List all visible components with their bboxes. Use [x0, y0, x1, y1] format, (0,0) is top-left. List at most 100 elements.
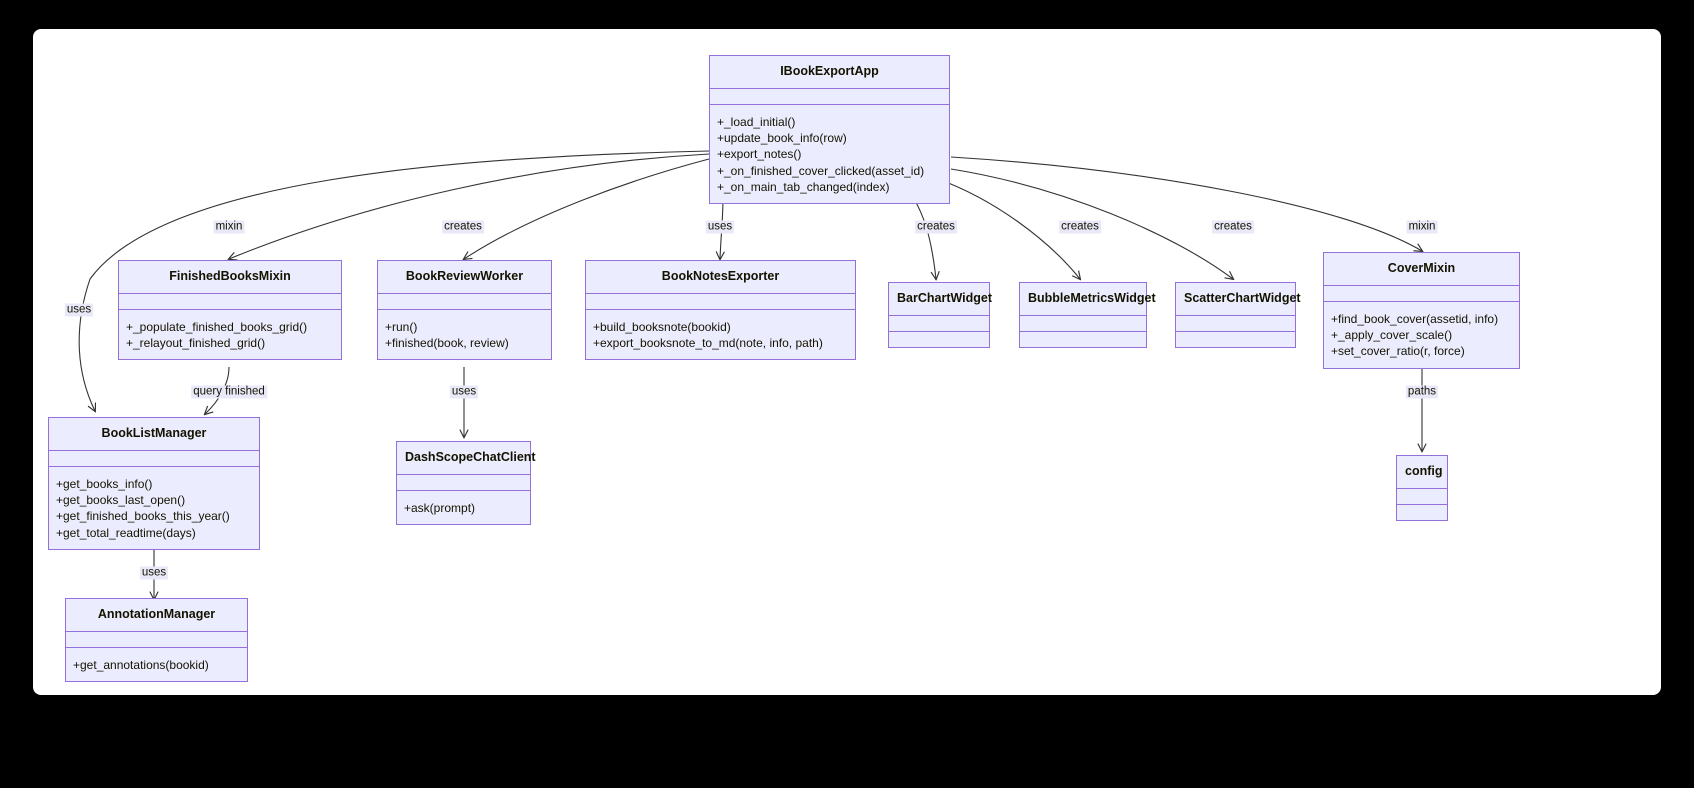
class-attributes	[1324, 286, 1519, 301]
class-methods	[1397, 505, 1447, 520]
class-title: BubbleMetricsWidget	[1028, 291, 1156, 305]
class-node-ibookexportapp[interactable]: IBookExportApp +_load_initial() +update_…	[709, 55, 950, 205]
class-title: BarChartWidget	[897, 291, 993, 305]
edge-label-uses-booknotesexporter: uses	[705, 220, 735, 234]
class-divider	[1324, 284, 1519, 286]
class-title: CoverMixin	[1387, 261, 1456, 275]
class-title: BookNotesExporter	[661, 269, 780, 283]
class-attributes	[119, 294, 341, 309]
method-item: +get_books_last_open()	[56, 493, 186, 508]
method-item: +set_cover_ratio(r, force)	[1331, 344, 1465, 359]
method-item: +get_total_readtime(days)	[56, 525, 196, 540]
class-title: config	[1405, 464, 1443, 478]
method-item: +ask(prompt)	[404, 500, 476, 515]
class-divider	[710, 87, 949, 89]
class-divider	[397, 473, 530, 475]
edge-label-uses-dashscopechatclient: uses	[449, 385, 479, 399]
class-node-booknotesexporter[interactable]: BookNotesExporter +build_booksnote(booki…	[585, 260, 856, 361]
class-divider	[1324, 300, 1519, 302]
class-methods	[1020, 332, 1146, 347]
class-attributes	[1020, 316, 1146, 331]
class-divider	[889, 314, 989, 316]
class-attributes	[1176, 316, 1295, 331]
class-node-dashscopechatclient[interactable]: DashScopeChatClient +ask(prompt)	[396, 441, 536, 526]
method-item: +_populate_finished_books_grid()	[126, 319, 308, 334]
method-item: +export_notes()	[717, 147, 802, 162]
class-divider	[119, 308, 341, 310]
class-title: ScatterChartWidget	[1184, 291, 1301, 305]
method-item: +find_book_cover(assetid, info)	[1331, 311, 1499, 326]
class-attributes	[66, 632, 247, 647]
class-methods: +_load_initial() +update_book_info(row) …	[710, 105, 949, 203]
class-node-barchartwidget[interactable]: BarChartWidget	[888, 282, 993, 348]
edge-label-creates-bookreviewworker: creates	[442, 220, 484, 234]
class-title: AnnotationManager	[97, 607, 216, 621]
edge-label-paths-config: paths	[1405, 385, 1439, 399]
class-node-scatterchartwidget[interactable]: ScatterChartWidget	[1175, 282, 1301, 348]
class-divider	[1020, 330, 1146, 332]
class-attributes	[1397, 489, 1447, 504]
class-node-config[interactable]: config	[1396, 455, 1448, 521]
class-node-bookreviewworker[interactable]: BookReviewWorker +run() +finished(book, …	[377, 260, 552, 361]
class-title: BookReviewWorker	[405, 269, 524, 283]
edge-label-creates-barchartwidget: creates	[915, 220, 957, 234]
class-methods: +get_books_info() +get_books_last_open()…	[49, 467, 259, 549]
edge-label-query-finished: query finished	[191, 385, 267, 399]
class-attributes	[889, 316, 989, 331]
method-item: +_load_initial()	[717, 114, 796, 129]
edge-label-uses-annotationmanager: uses	[139, 566, 169, 580]
class-divider	[119, 292, 341, 294]
edge-label-uses-booklistmanager: uses	[64, 303, 94, 317]
method-item: +_on_main_tab_changed(index)	[717, 179, 890, 194]
class-divider	[710, 103, 949, 105]
class-divider	[1176, 314, 1295, 316]
class-attributes	[378, 294, 551, 309]
class-attributes	[710, 89, 949, 104]
method-item: +get_books_info()	[56, 476, 153, 491]
class-divider	[1176, 330, 1295, 332]
class-attributes	[397, 475, 530, 490]
class-divider	[889, 330, 989, 332]
edge-label-mixin-covermixin: mixin	[1406, 220, 1438, 234]
class-title: IBookExportApp	[780, 64, 879, 78]
class-methods: +get_annotations(bookid)	[66, 648, 247, 681]
method-item: +build_booksnote(bookid)	[593, 319, 731, 334]
class-divider	[586, 308, 855, 310]
class-title: BookListManager	[101, 426, 207, 440]
class-methods: +ask(prompt)	[397, 491, 530, 524]
class-methods: +_populate_finished_books_grid() +_relay…	[119, 310, 341, 360]
method-item: +get_finished_books_this_year()	[56, 509, 230, 524]
method-item: +export_booksnote_to_md(note, info, path…	[593, 336, 823, 351]
class-node-covermixin[interactable]: CoverMixin +find_book_cover(assetid, inf…	[1323, 252, 1520, 369]
method-item: +get_annotations(bookid)	[73, 657, 209, 672]
class-node-booklistmanager[interactable]: BookListManager +get_books_info() +get_b…	[48, 417, 260, 550]
class-methods: +find_book_cover(assetid, info) +_apply_…	[1324, 302, 1519, 368]
class-methods	[1176, 332, 1295, 347]
method-item: +run()	[385, 319, 418, 334]
class-node-finishedbooksmixin[interactable]: FinishedBooksMixin +_populate_finished_b…	[118, 260, 342, 361]
diagram-canvas: IBookExportApp +_load_initial() +update_…	[33, 29, 1661, 695]
class-divider	[49, 449, 259, 451]
method-item: +_relayout_finished_grid()	[126, 336, 266, 351]
class-methods: +run() +finished(book, review)	[378, 310, 551, 360]
class-divider	[397, 489, 530, 491]
class-divider	[378, 292, 551, 294]
class-divider	[66, 646, 247, 648]
edge-label-creates-scatterchartwidget: creates	[1212, 220, 1254, 234]
method-item: +update_book_info(row)	[717, 131, 847, 146]
class-title: DashScopeChatClient	[405, 450, 536, 464]
method-item: +_apply_cover_scale()	[1331, 328, 1453, 343]
class-attributes	[586, 294, 855, 309]
class-node-annotationmanager[interactable]: AnnotationManager +get_annotations(booki…	[65, 598, 248, 683]
class-methods	[889, 332, 989, 347]
class-attributes	[49, 451, 259, 466]
edge-label-mixin-finishedbooksmixin: mixin	[213, 220, 245, 234]
class-divider	[378, 308, 551, 310]
class-node-bubblemetricswidget[interactable]: BubbleMetricsWidget	[1019, 282, 1156, 348]
class-divider	[1020, 314, 1146, 316]
method-item: +finished(book, review)	[385, 336, 509, 351]
class-divider	[1397, 503, 1447, 505]
class-divider	[1397, 487, 1447, 489]
class-divider	[66, 630, 247, 632]
